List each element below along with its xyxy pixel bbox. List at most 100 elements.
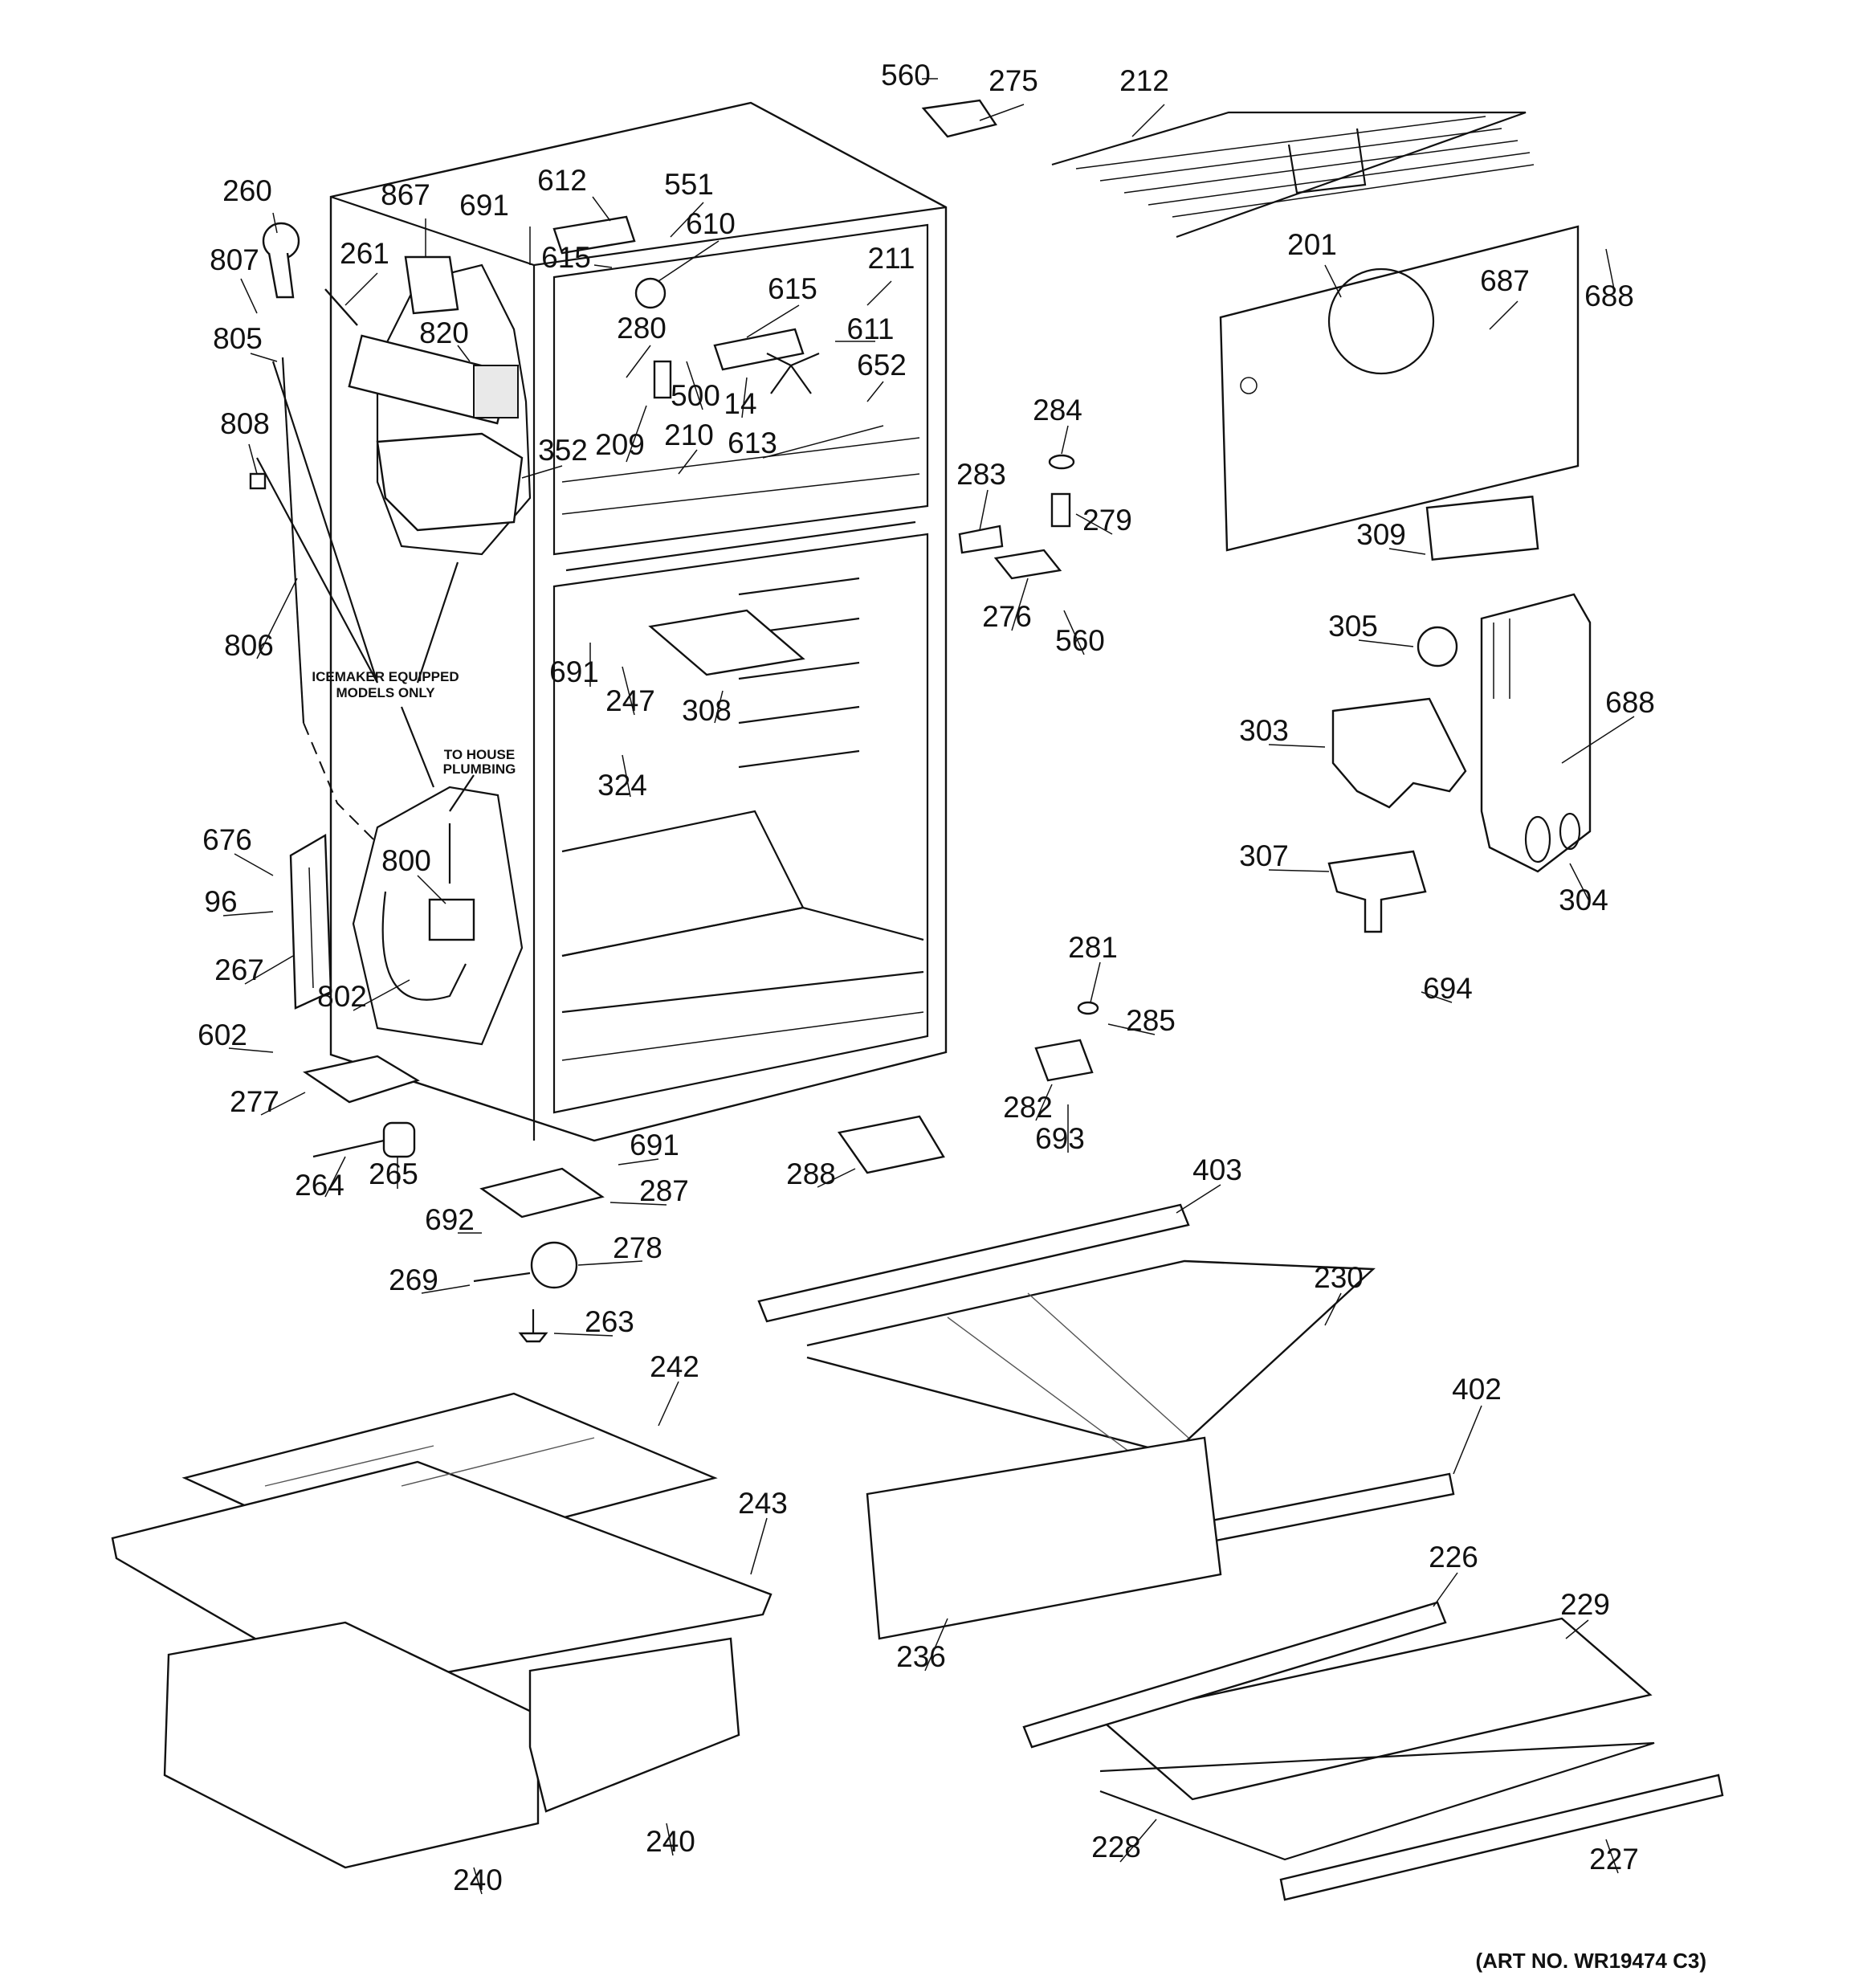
panel-outline <box>1219 225 1580 552</box>
part-label-305: 305 <box>1328 610 1378 643</box>
part-label-227: 227 <box>1589 1843 1639 1876</box>
part-label-279: 279 <box>1082 504 1132 537</box>
part-label-560: 560 <box>1055 624 1105 657</box>
part-label-284: 284 <box>1033 394 1082 427</box>
fan-opening <box>1327 267 1435 375</box>
ice-bucket <box>376 432 524 532</box>
part-label-820: 820 <box>419 316 469 349</box>
part-610 <box>634 277 667 309</box>
housing-opening-1 <box>1524 815 1551 863</box>
part-label-688: 688 <box>1584 280 1634 312</box>
shelf-230-frame <box>806 1259 1376 1455</box>
part-label-867: 867 <box>381 178 430 211</box>
part-label-201: 201 <box>1287 228 1337 261</box>
evaporator-cover-panel <box>1219 225 1580 552</box>
part-label-676: 676 <box>202 823 252 856</box>
part-label-402: 402 <box>1452 1373 1502 1406</box>
part-label-265: 265 <box>369 1157 418 1190</box>
part-label-806: 806 <box>224 629 274 662</box>
part-label-500: 500 <box>671 379 720 412</box>
shelf-supports <box>738 577 860 769</box>
part-281 <box>1077 1001 1099 1015</box>
icemaker-note-line-1: ICEMAKER EQUIPPED <box>312 669 459 684</box>
freezer-floor-lines <box>561 437 920 515</box>
rack-frame <box>1051 111 1527 239</box>
leader-line-paths <box>222 78 1635 1895</box>
part-276 <box>993 549 1062 580</box>
part-label-610: 610 <box>686 207 736 240</box>
part-label-275: 275 <box>989 64 1038 97</box>
part-label-14: 14 <box>724 387 756 420</box>
part-240-right-pan <box>528 1637 740 1813</box>
water-line-dashed <box>303 722 378 844</box>
part-267-holes <box>308 867 314 989</box>
part-label-278: 278 <box>613 1231 662 1264</box>
part-label-691: 691 <box>459 189 509 222</box>
part-label-688: 688 <box>1605 686 1655 719</box>
part-label-805: 805 <box>213 322 263 355</box>
part-label-403: 403 <box>1192 1153 1242 1186</box>
part-label-352: 352 <box>538 434 588 467</box>
rack-loop <box>1287 128 1367 194</box>
part-label-264: 264 <box>295 1169 344 1202</box>
part-label-287: 287 <box>639 1174 689 1207</box>
inset-outline <box>352 786 524 1046</box>
part-226-rail <box>1022 1601 1447 1749</box>
part-label-692: 692 <box>425 1203 475 1236</box>
glass-shelf-230 <box>806 1259 1376 1455</box>
part-label-802: 802 <box>317 980 367 1013</box>
part-label-613: 613 <box>728 427 777 459</box>
part-label-324: 324 <box>597 769 647 802</box>
part-label-615: 615 <box>541 241 591 274</box>
part-label-277: 277 <box>230 1085 279 1118</box>
part-label-602: 602 <box>198 1018 247 1051</box>
part-278-wheel <box>530 1241 578 1289</box>
cabinet-outline <box>329 101 948 1142</box>
divider-mullion <box>565 520 916 572</box>
plumbing-note-arrow <box>449 774 475 812</box>
part-612 <box>552 215 636 255</box>
part-806-line <box>281 357 305 724</box>
part-808 <box>249 472 267 490</box>
part-label-652: 652 <box>857 349 907 382</box>
part-label-808: 808 <box>220 407 270 440</box>
part-label-240: 240 <box>453 1863 503 1896</box>
part-264-axle <box>312 1139 385 1158</box>
icemaker-assembly <box>249 222 532 724</box>
part-243-cover <box>111 1460 773 1692</box>
part-284 <box>1048 454 1075 470</box>
part-label-612: 612 <box>537 164 587 197</box>
part-label-691: 691 <box>549 655 599 688</box>
part-275-hinge <box>921 99 997 138</box>
part-867 <box>404 255 459 315</box>
part-label-228: 228 <box>1091 1831 1141 1863</box>
part-227-rail <box>1279 1774 1724 1901</box>
plumbing-note-line-1: TO HOUSE <box>444 747 515 762</box>
part-240-left-pan <box>163 1621 540 1869</box>
part-277 <box>303 1055 420 1104</box>
freezer-shelf-rack <box>1051 111 1535 239</box>
part-260-stem <box>267 252 295 299</box>
shelf-229-glass <box>1098 1617 1653 1801</box>
part-label-309: 309 <box>1356 518 1406 551</box>
leader-lines <box>222 78 1635 1895</box>
part-228-frame <box>1099 1741 1655 1861</box>
part-label-209: 209 <box>595 428 645 461</box>
part-label-212: 212 <box>1119 64 1169 97</box>
water-valve-inset <box>352 786 524 1046</box>
part-label-551: 551 <box>664 168 714 201</box>
icemaker-note-arrows <box>256 361 459 788</box>
part-303-auger <box>1331 697 1467 809</box>
housing-opening-2 <box>1559 812 1581 851</box>
freezer-compartment <box>552 223 929 556</box>
ice-dispenser-housing <box>1480 593 1592 873</box>
part-261-tube <box>324 288 358 326</box>
part-label-267: 267 <box>214 953 264 986</box>
part-label-283: 283 <box>956 458 1006 491</box>
art-number: (ART NO. WR19474 C3) <box>1476 1949 1707 1973</box>
housing-ribs <box>1493 618 1510 699</box>
lower-step <box>561 906 924 1014</box>
part-403-rail <box>757 1203 1190 1323</box>
